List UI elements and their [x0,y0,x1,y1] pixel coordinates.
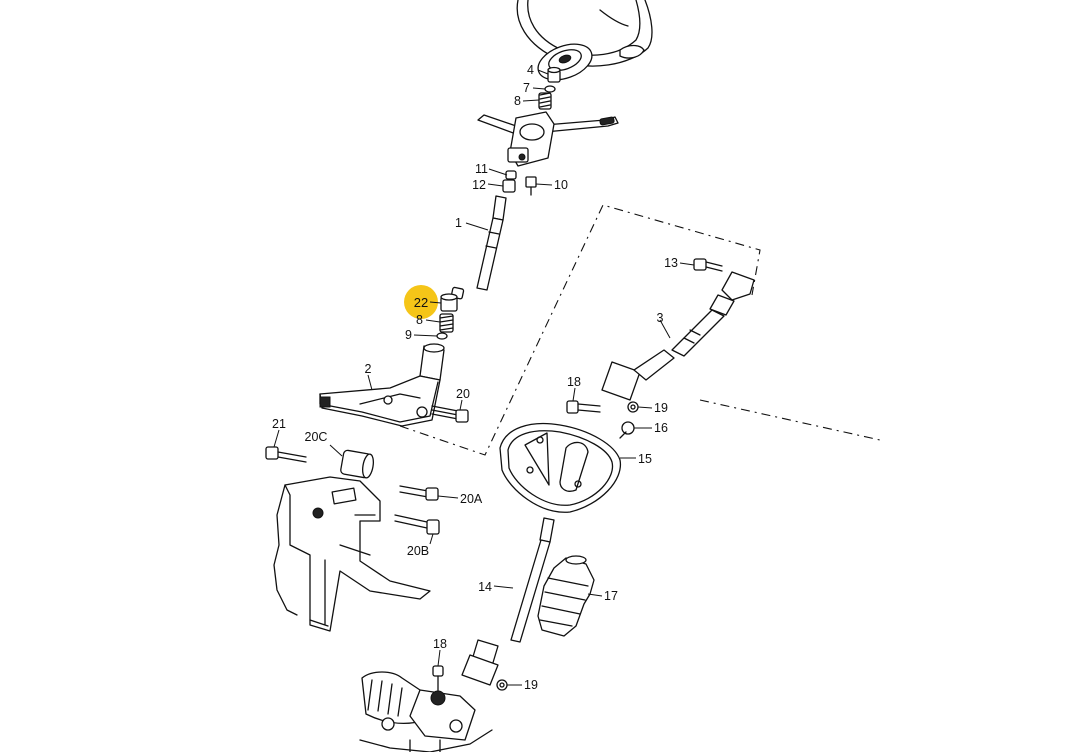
explode-boundary [399,204,881,456]
part-1-upper-shaft [450,195,507,300]
steering-wheel [516,0,653,81]
part-20B-bolt [394,514,440,535]
combination-switch [477,111,619,167]
label-12: 12 [472,178,486,192]
label-18b: 18 [433,637,447,651]
label-20: 20 [456,387,470,401]
label-7: 7 [523,81,530,95]
leader-lines [273,69,695,686]
label-15: 15 [638,452,652,466]
part-8-spring-upper [538,92,552,110]
label-14: 14 [478,580,492,594]
label-2: 2 [365,362,372,376]
part-20-bolt [431,405,469,423]
pedal-bracket-assembly [273,476,431,632]
label-13: 13 [664,256,678,270]
label-8: 8 [514,94,521,108]
part-18-bolt-lower [432,665,444,695]
part-16-nut [619,421,635,439]
part-22-highlighted-bushing[interactable] [404,285,458,319]
part-11-nut [505,170,517,180]
label-4: 4 [527,63,534,77]
part-8-spring-lower [439,313,454,333]
label-1: 1 [455,216,462,230]
label-11: 11 [475,162,488,176]
label-20B: 20B [407,544,429,558]
label-9: 9 [405,328,412,342]
part-21-bolt [265,446,307,463]
label-18a: 18 [567,375,581,389]
label-20C: 20C [305,430,328,444]
part-13-bolt [693,258,723,272]
label-3: 3 [657,311,664,325]
label-16: 16 [654,421,668,435]
part-10-bolt [525,176,537,196]
part-14-lower-shaft [461,517,555,686]
label-20A: 20A [460,492,483,506]
label-8b: 8 [416,313,423,327]
part-labels: 4 7 8 11 12 10 1 22 8 9 2 20 21 20C 20A … [272,63,678,692]
label-19b: 19 [524,678,538,692]
part-7-ring [544,85,556,93]
part-15-cover-plate [499,422,622,513]
part-20A-bolt [399,485,439,501]
label-17: 17 [604,589,618,603]
part-20C-spacer [340,449,374,479]
part-17-rubber-boot [537,555,595,637]
part-2-column-bracket [319,343,445,427]
part-9-ring [436,332,448,340]
label-22[interactable]: 22 [414,295,428,310]
part-4-bushing [547,66,561,83]
part-19-nut-lower [496,679,508,691]
part-3-intermediate-shaft [601,271,755,401]
part-12-sleeve [502,179,516,193]
label-10: 10 [554,178,568,192]
part-19-nut-upper [627,401,639,413]
label-21: 21 [272,417,286,431]
steering-rack [359,671,493,752]
label-19a: 19 [654,401,668,415]
part-18-bolt-upper [566,400,601,414]
